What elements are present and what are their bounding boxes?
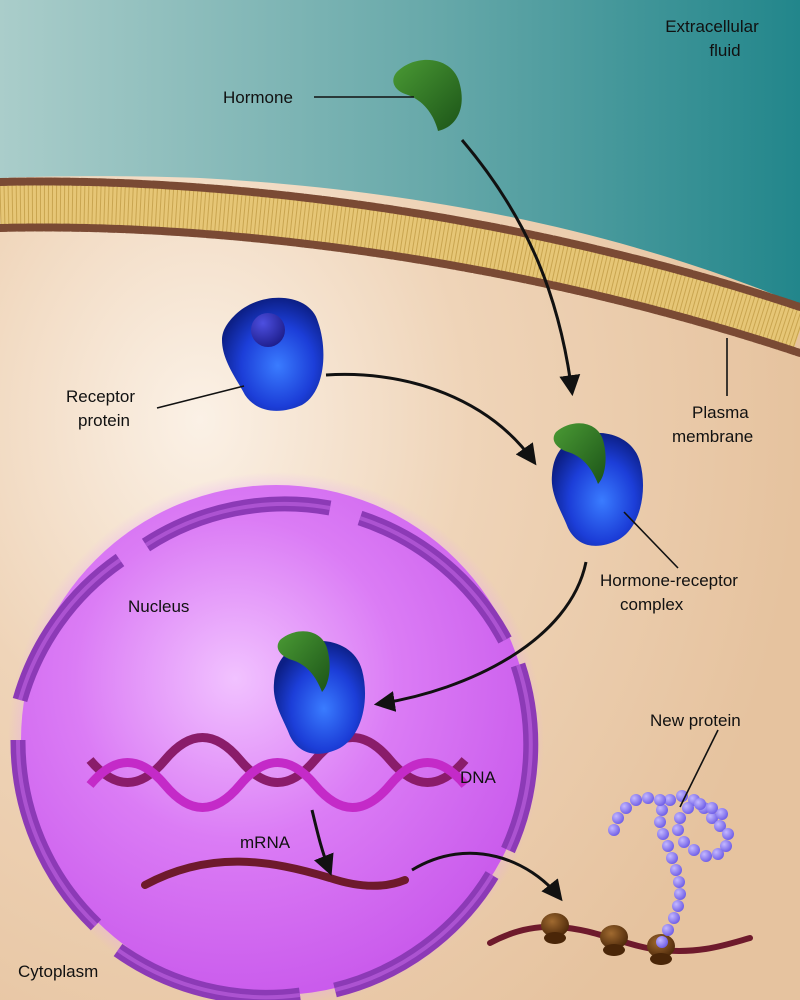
process-arrows [310, 139, 588, 902]
protein-bead [662, 840, 674, 852]
dna-helix [86, 733, 469, 812]
protein-bead [654, 794, 666, 806]
new-protein-chain [608, 790, 734, 948]
label-receptor-line1: Receptor [66, 387, 135, 406]
protein-bead [656, 804, 668, 816]
protein-bead [656, 936, 668, 948]
label-new-protein: New protein [650, 711, 741, 730]
arrow-hormone-to-complex [460, 139, 581, 397]
protein-bead [674, 812, 686, 824]
protein-bead [620, 802, 632, 814]
protein-bead [664, 794, 676, 806]
protein-bead [668, 912, 680, 924]
protein-bead [662, 924, 674, 936]
label-cytoplasm: Cytoplasm [18, 962, 98, 981]
labels: Extracellular fluid Hormone Receptor pro… [18, 17, 759, 981]
label-receptor-line2: protein [78, 411, 130, 430]
protein-bead [714, 820, 726, 832]
label-plasma-line1: Plasma [692, 403, 749, 422]
protein-bead [678, 836, 690, 848]
arrow-complex-to-nucleus [373, 561, 588, 712]
label-hormone: Hormone [223, 88, 293, 107]
hormone-receptor-complex [551, 423, 644, 546]
arrow-mrna-to-ribosome [411, 851, 563, 902]
protein-bead [612, 812, 624, 824]
label-extracellular-line1: Extracellular [665, 17, 759, 36]
protein-bead [670, 864, 682, 876]
protein-bead [688, 844, 700, 856]
label-extracellular-line2: fluid [709, 41, 740, 60]
label-nucleus: Nucleus [128, 597, 189, 616]
protein-bead [672, 824, 684, 836]
plasma-membrane [0, 177, 800, 357]
arrow-receptor-to-complex [325, 372, 537, 466]
protein-bead [700, 850, 712, 862]
protein-bead [630, 794, 642, 806]
extracellular-fluid-region [0, 0, 800, 305]
receptor-protein [222, 297, 324, 411]
protein-bead [657, 828, 669, 840]
label-plasma-line2: membrane [672, 427, 753, 446]
protein-bead [706, 802, 718, 814]
protein-bead [694, 798, 706, 810]
protein-bead [712, 848, 724, 860]
protein-bead [654, 816, 666, 828]
mrna-strand [141, 857, 409, 890]
label-complex-line1: Hormone-receptor [600, 571, 738, 590]
nuclear-hormone-receptor-complex [273, 631, 366, 754]
nucleus [8, 472, 544, 1000]
protein-bead [682, 802, 694, 814]
protein-bead [716, 808, 728, 820]
protein-bead [672, 900, 684, 912]
label-mrna: mRNA [240, 833, 291, 852]
protein-bead [642, 792, 654, 804]
protein-bead [676, 790, 688, 802]
leader-lines [156, 96, 728, 808]
protein-bead [666, 852, 678, 864]
label-dna: DNA [460, 768, 497, 787]
protein-bead [706, 812, 718, 824]
protein-bead [720, 840, 732, 852]
protein-bead [673, 876, 685, 888]
protein-bead [722, 828, 734, 840]
hormone-molecule [393, 59, 462, 131]
arrow-dna-to-mrna [310, 809, 334, 876]
protein-bead [674, 888, 686, 900]
protein-bead [608, 824, 620, 836]
label-complex-line2: complex [620, 595, 684, 614]
